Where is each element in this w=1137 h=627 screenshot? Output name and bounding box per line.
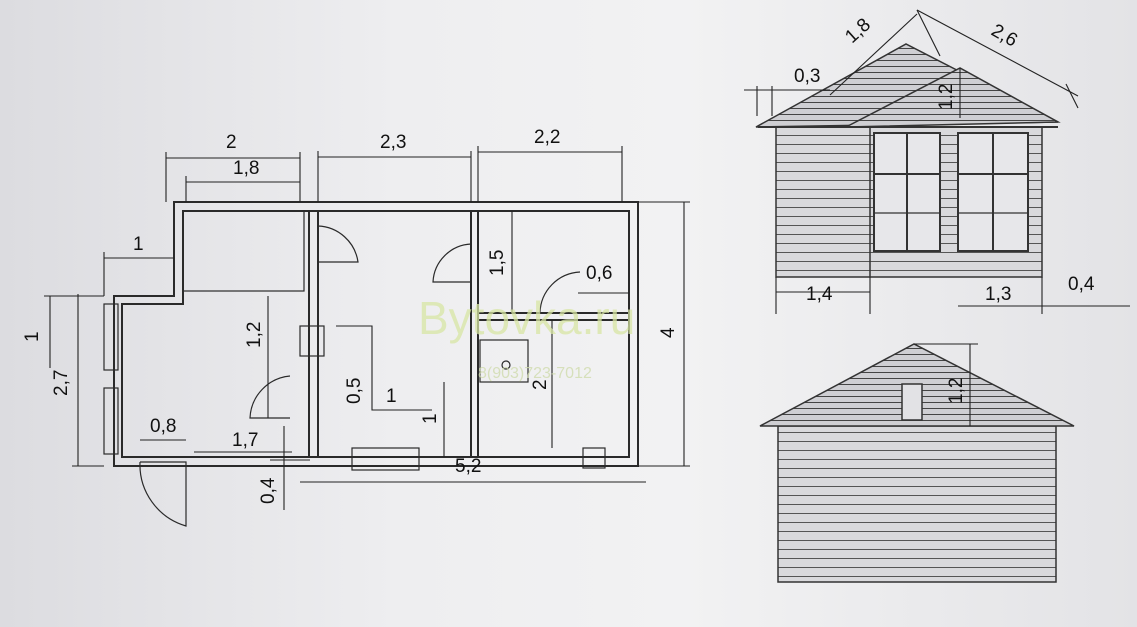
front-roof-gable <box>845 67 1061 128</box>
door-swing-1 <box>317 225 359 263</box>
dimline-roof-left <box>829 13 918 96</box>
dim-top-middle: 2,3 <box>380 132 406 153</box>
dim-porch-depth: 0,4 <box>258 477 279 504</box>
dim-small-height: 1 <box>420 413 441 424</box>
door-swing-2 <box>432 243 472 283</box>
dim-roof-rise: 1,2 <box>936 84 957 110</box>
dim-stove-offset: 0,5 <box>344 378 365 404</box>
plan-window-1 <box>103 303 119 371</box>
roof-tick <box>1065 83 1079 109</box>
closet-outline <box>182 210 305 292</box>
heater-block <box>479 339 529 383</box>
dim-left-offset: 1 <box>22 331 43 342</box>
front-window-1 <box>873 132 941 252</box>
watermark: Bytovka.ru 8(903)723-7012 <box>418 292 635 382</box>
dim-wall-right: 1,3 <box>985 284 1011 305</box>
dim-overall-height: 4 <box>658 327 679 338</box>
roof-tick <box>916 9 941 57</box>
door-swing-4 <box>249 375 291 419</box>
dim-stove-length: 1 <box>386 386 397 407</box>
side-wall <box>777 425 1057 583</box>
dim-top-right: 2,2 <box>534 127 560 148</box>
dim-top-left-inner: 1,8 <box>233 158 259 179</box>
entry-door-swing <box>139 461 187 527</box>
dim-door-width: 0,6 <box>586 263 612 284</box>
plan-window-2 <box>103 387 119 455</box>
dim-side-roof-rise: 1,2 <box>946 378 967 404</box>
dim-overall-length: 5,2 <box>455 456 481 477</box>
dim-porch-length: 1,7 <box>232 430 258 451</box>
plan-dimension-labels: 2 1,8 2,3 2,2 1 1 2,7 1,2 1,5 0,6 0,5 1 … <box>22 127 679 504</box>
dimline-roof-right <box>916 9 1079 97</box>
dim-wall-left: 1,4 <box>806 284 833 305</box>
heater-circle <box>501 360 511 370</box>
dim-roof-right: 2,6 <box>988 20 1021 51</box>
door-swing-3 <box>539 271 581 314</box>
dim-eave: 0,4 <box>1068 274 1095 295</box>
dim-roof-left: 1,8 <box>841 14 875 47</box>
dim-room-height: 1,2 <box>244 322 265 348</box>
stove-block <box>299 325 325 357</box>
bench-block <box>351 447 420 471</box>
front-elevation <box>744 9 1130 314</box>
dim-left-height: 2,7 <box>51 370 72 396</box>
side-elevation-labels: 1,2 <box>946 378 967 404</box>
front-window-2 <box>957 132 1029 252</box>
dim-door-height: 1,5 <box>487 250 508 276</box>
watermark-phone: 8(903)723-7012 <box>478 365 592 382</box>
floor-plan <box>44 146 690 527</box>
dim-roof-overhang: 0,3 <box>794 66 820 87</box>
dim-inner-room: 2 <box>530 379 551 390</box>
dimline-stove <box>336 325 432 411</box>
watermark-site: Bytovka.ru <box>418 292 635 344</box>
plan-inner-wall <box>121 210 630 458</box>
dim-left-step: 1 <box>133 234 144 255</box>
dim-porch-door: 0,8 <box>150 416 176 437</box>
side-elevation <box>759 343 1075 583</box>
drain-block <box>582 447 606 469</box>
dim-top-left-outer: 2 <box>226 132 237 153</box>
side-attic-vent <box>901 383 923 421</box>
